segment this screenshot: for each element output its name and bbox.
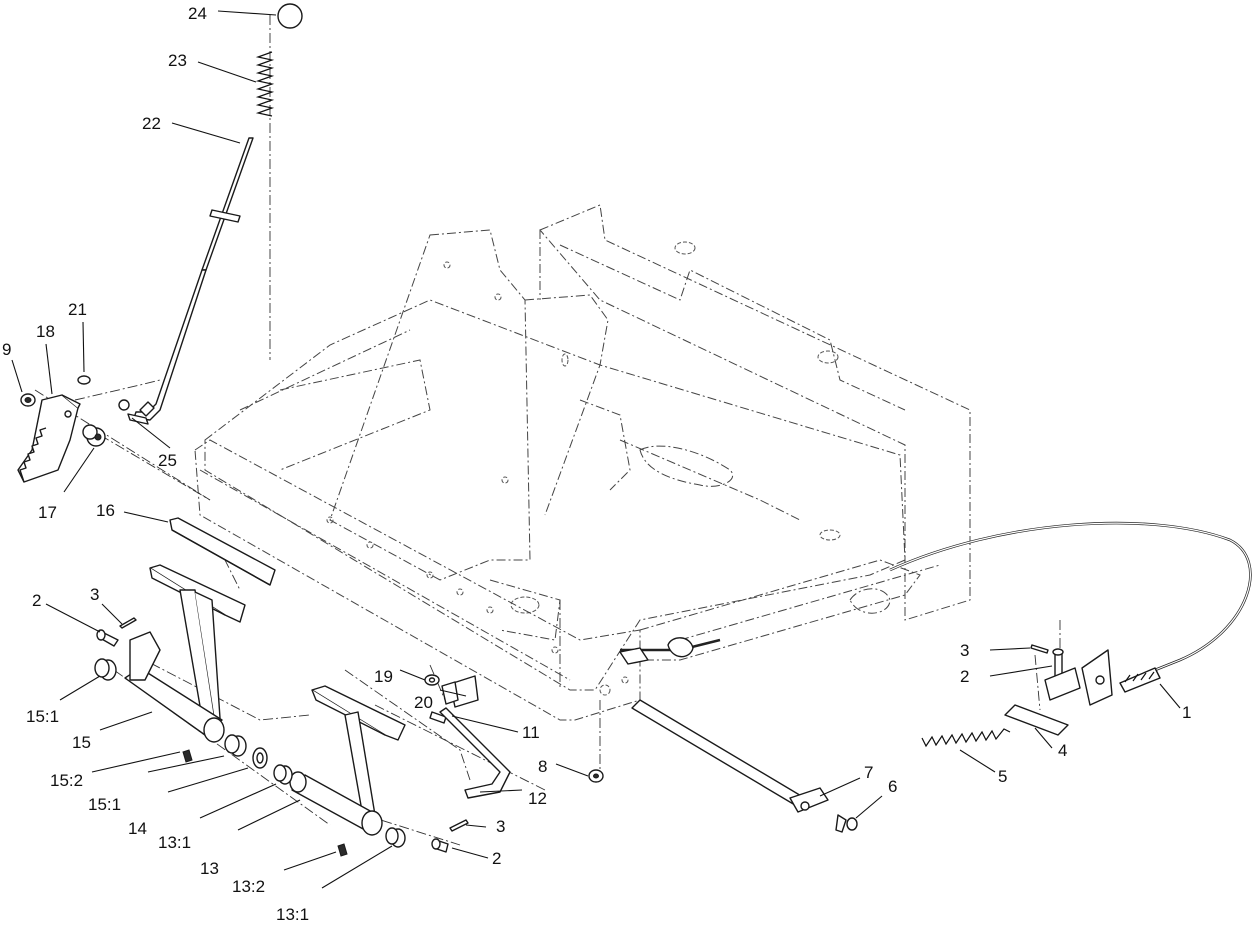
callout-24: 24 bbox=[188, 4, 207, 23]
cotter-pin-right bbox=[1030, 644, 1049, 654]
grease-fitting-13-2 bbox=[337, 843, 348, 857]
clevis-right bbox=[1044, 667, 1081, 701]
leader-lines bbox=[11, 10, 1181, 889]
callout-25: 25 bbox=[158, 451, 177, 470]
bushing-15-1-top bbox=[94, 658, 117, 681]
washer-19 bbox=[424, 674, 440, 686]
callout-7: 7 bbox=[864, 763, 873, 782]
callouts: 24 23 22 21 9 18 25 17 16 2 3 15:1 15 15… bbox=[2, 4, 1191, 924]
washer-21 bbox=[77, 375, 91, 385]
callout-4: 4 bbox=[1058, 741, 1067, 760]
shaft-7 bbox=[631, 699, 829, 813]
link-plate-4 bbox=[1004, 704, 1069, 736]
knob bbox=[277, 3, 303, 29]
callout-2-left: 2 bbox=[32, 591, 41, 610]
callout-3-left: 3 bbox=[90, 585, 99, 604]
callout-9: 9 bbox=[2, 340, 11, 359]
callout-15-2: 15:2 bbox=[50, 771, 83, 790]
bushing-13-1-lower bbox=[385, 827, 406, 848]
washer-14 bbox=[252, 747, 268, 769]
callout-8: 8 bbox=[538, 757, 547, 776]
bushing-13-1-upper bbox=[273, 764, 293, 785]
callout-18: 18 bbox=[36, 322, 55, 341]
ratchet-bracket bbox=[17, 394, 81, 483]
callout-14: 14 bbox=[128, 819, 147, 838]
roll-pin-11 bbox=[429, 711, 447, 724]
grease-fitting-15-2 bbox=[182, 749, 193, 763]
callout-2-right: 2 bbox=[960, 667, 969, 686]
callout-19: 19 bbox=[374, 667, 393, 686]
callout-17: 17 bbox=[38, 503, 57, 522]
callout-13-2: 13:2 bbox=[232, 877, 265, 896]
callout-13-1-lower: 13:1 bbox=[276, 905, 309, 924]
rod-spring bbox=[255, 51, 275, 117]
bolt-6 bbox=[835, 814, 858, 833]
callout-3-right: 3 bbox=[960, 641, 969, 660]
pedal-pad bbox=[169, 517, 276, 586]
callout-2-lower: 2 bbox=[492, 849, 501, 868]
callout-23: 23 bbox=[168, 51, 187, 70]
bushing-15-1-lower bbox=[224, 734, 247, 757]
nut-9 bbox=[20, 393, 36, 407]
callout-11: 11 bbox=[522, 723, 540, 742]
bolt-20 bbox=[441, 675, 479, 708]
cotter-pin-left bbox=[119, 617, 137, 629]
return-spring-5 bbox=[921, 728, 1011, 748]
hairpin-clip bbox=[127, 413, 149, 425]
brake-pedal-assembly bbox=[124, 564, 246, 743]
callout-15-1-top: 15:1 bbox=[26, 707, 59, 726]
washer-25 bbox=[118, 399, 130, 411]
spacer-17 bbox=[82, 424, 106, 447]
callout-1: 1 bbox=[1182, 703, 1191, 722]
callout-21: 21 bbox=[68, 300, 87, 319]
callout-5: 5 bbox=[998, 767, 1007, 786]
callout-15-1-lower: 15:1 bbox=[88, 795, 121, 814]
cotter-pin-lower bbox=[449, 819, 469, 832]
callout-13: 13 bbox=[200, 859, 219, 878]
cable-assembly bbox=[619, 521, 1252, 706]
callout-16: 16 bbox=[96, 501, 115, 520]
callout-6: 6 bbox=[888, 777, 897, 796]
callout-13-1-upper: 13:1 bbox=[158, 833, 191, 852]
control-rod bbox=[133, 137, 254, 421]
callout-3-lower: 3 bbox=[496, 817, 505, 836]
clevis-pin-left bbox=[96, 629, 119, 647]
clevis-pin-lower bbox=[431, 838, 449, 853]
callout-12: 12 bbox=[528, 789, 547, 808]
callout-15: 15 bbox=[72, 733, 91, 752]
callout-22: 22 bbox=[142, 114, 161, 133]
callout-20: 20 bbox=[414, 693, 433, 712]
nut-8 bbox=[588, 769, 604, 783]
clutch-pedal-assembly bbox=[289, 685, 406, 836]
frame-assembly bbox=[194, 204, 971, 721]
lever-rod-12 bbox=[439, 707, 511, 799]
